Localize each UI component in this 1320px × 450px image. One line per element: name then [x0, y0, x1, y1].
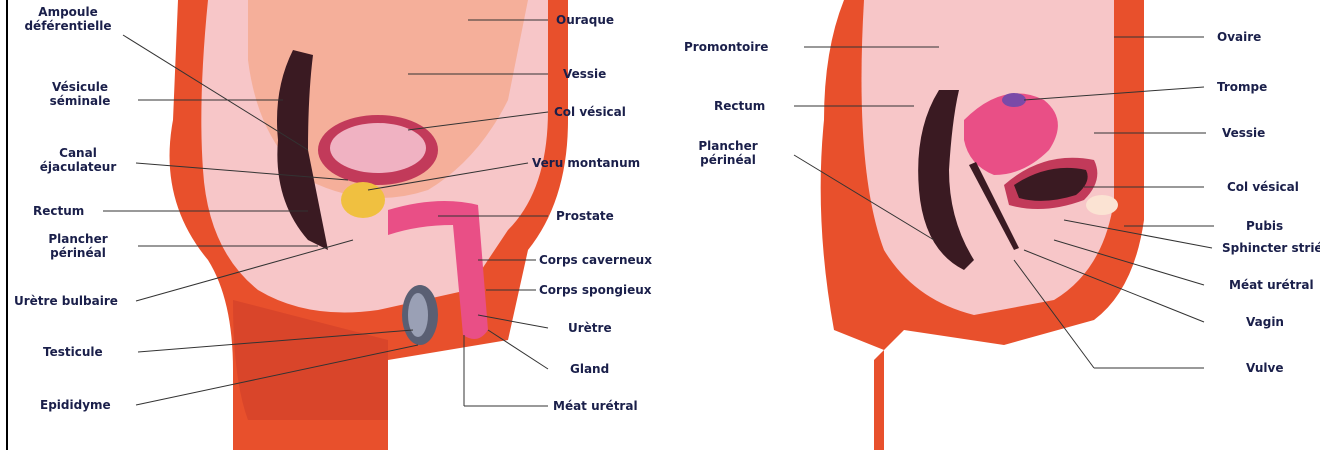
- label-ouraque: Ouraque: [556, 13, 614, 27]
- label-col-vesical: Col vésical: [1227, 180, 1299, 194]
- label-rectum: Rectum: [33, 204, 84, 218]
- label-meat: Méat urétral: [1229, 278, 1314, 292]
- label-epididyme: Epididyme: [40, 398, 111, 412]
- label-uretre-bulbaire: Urètre bulbaire: [14, 294, 118, 308]
- label-promontoire: Promontoire: [684, 40, 768, 54]
- label-prostate: Prostate: [556, 209, 614, 223]
- label-ovaire: Ovaire: [1217, 30, 1261, 44]
- female-pubis-shape: [1086, 195, 1118, 215]
- female-ovary-shape: [1002, 93, 1026, 107]
- label-vulve: Vulve: [1246, 361, 1283, 375]
- label-trompe: Trompe: [1217, 80, 1267, 94]
- label-corps-caverneux: Corps caverneux: [539, 253, 652, 267]
- label-uretre: Urètre: [568, 321, 612, 335]
- label-veru: Veru montanum: [532, 156, 640, 170]
- label-col-vesical: Col vésical: [554, 105, 626, 119]
- label-vagin: Vagin: [1246, 315, 1284, 329]
- female-illustration: [674, 0, 1320, 450]
- male-bladder-inner: [330, 123, 426, 173]
- label-gland: Gland: [570, 362, 609, 376]
- label-vessie: Vessie: [1222, 126, 1265, 140]
- label-testicule: Testicule: [43, 345, 103, 359]
- label-corps-spongieux: Corps spongieux: [539, 283, 652, 297]
- label-pubis: Pubis: [1246, 219, 1283, 233]
- label-meat: Méat urétral: [553, 399, 638, 413]
- male-prostate-shape: [341, 182, 385, 218]
- label-vessie: Vessie: [563, 67, 606, 81]
- label-sphincter: Sphincter strié: [1222, 241, 1320, 255]
- label-rectum: Rectum: [714, 99, 765, 113]
